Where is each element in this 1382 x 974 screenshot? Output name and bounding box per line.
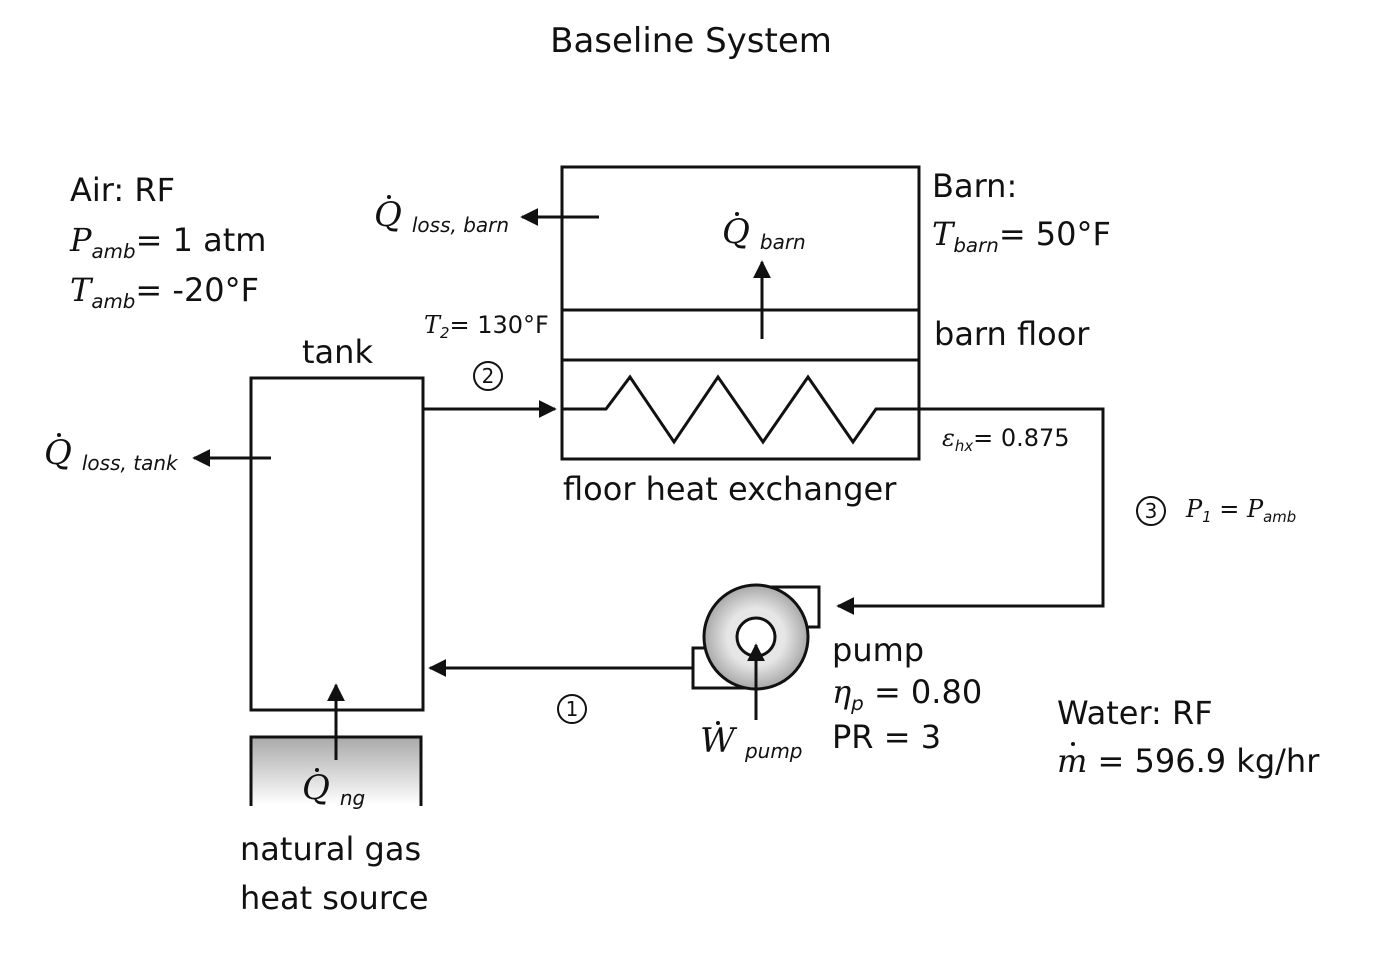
- tank-box: [249, 376, 425, 712]
- pump-label: pump: [832, 631, 925, 669]
- state-3-pressure: P1 = Pamb: [1186, 495, 1297, 527]
- heat-source-label-line2: heat source: [240, 879, 429, 917]
- mass-flow-label: m = 596.9 kg/hr: [1057, 742, 1320, 780]
- state-3-marker: 3: [1136, 496, 1166, 526]
- water-heading: Water: RF: [1057, 694, 1213, 732]
- pump-efficiency-label: ηp = 0.80: [832, 673, 983, 715]
- diagram-title: Baseline System: [550, 21, 832, 61]
- barn-floor-label: barn floor: [934, 315, 1090, 353]
- barn-heading: Barn:: [932, 167, 1018, 205]
- hx-effectiveness-label: εhx= 0.875: [942, 424, 1070, 456]
- state-2-marker: 2: [473, 361, 503, 391]
- state-1-marker: 1: [557, 694, 587, 724]
- pipe-hx-to-pump: [836, 407, 1105, 615]
- state-2-temperature: T2= 130°F: [424, 311, 549, 343]
- t-amb-label: Tamb= -20°F: [70, 271, 260, 313]
- hx-label: floor heat exchanger: [563, 470, 897, 508]
- tank-label: tank: [302, 333, 373, 371]
- pump-symbol: [691, 583, 821, 691]
- heat-source-label-line1: natural gas: [240, 830, 422, 868]
- t-barn-label: Tbarn= 50°F: [932, 215, 1111, 257]
- p-amb-label: Pamb= 1 atm: [70, 221, 267, 263]
- barn-box: [560, 165, 921, 461]
- hx-coil: [562, 374, 1005, 445]
- pump-pressure-ratio-label: PR = 3: [832, 718, 942, 756]
- air-heading: Air: RF: [70, 171, 175, 209]
